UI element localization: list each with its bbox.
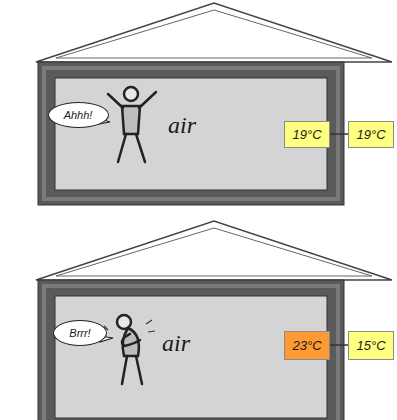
air-label: air	[162, 330, 190, 357]
temperature-value: 23°C	[292, 338, 321, 353]
temperature-box: 19°C	[348, 121, 394, 148]
speech-text: Brrr!	[69, 327, 90, 339]
speech-bubble: Brrr!	[53, 320, 107, 346]
temperature-value: 15°C	[356, 338, 385, 353]
leader-line	[330, 134, 348, 135]
temperature-value: 19°C	[356, 127, 385, 142]
speech-text: Ahhh!	[64, 109, 93, 121]
temperature-box: 23°C	[284, 331, 330, 360]
speech-bubble: Ahhh!	[48, 102, 109, 128]
leader-line	[330, 345, 348, 346]
temperature-value: 19°C	[292, 127, 321, 142]
air-label: air	[168, 112, 196, 139]
temperature-box: 15°C	[348, 331, 394, 360]
temperature-box: 19°C	[284, 121, 330, 148]
